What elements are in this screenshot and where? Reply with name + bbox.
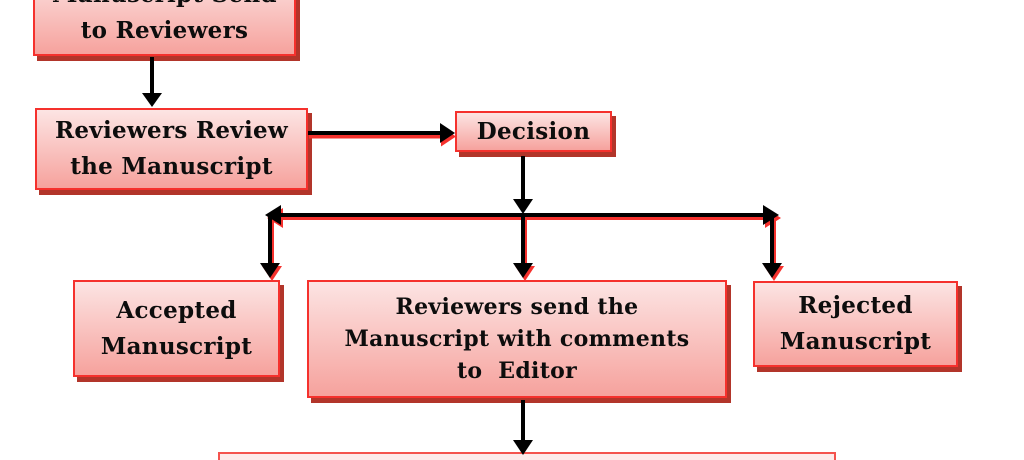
arrow-top-to-review: [142, 57, 162, 107]
arrow-comments-to-bottom: [513, 400, 533, 455]
box-line: Reviewers send the: [395, 294, 639, 320]
flow-box-rejected: Rejected Manuscript: [753, 281, 958, 367]
flow-box-comments-to-editor: Reviewers send the Manuscript with comme…: [307, 280, 727, 398]
box-line: the Manuscript: [70, 153, 273, 180]
branch-arrows-shadow: [260, 206, 786, 283]
flow-box-accepted: Accepted Manuscript: [73, 280, 280, 377]
flow-box-manuscript-send: Manuscript Send to Reviewers: [33, 0, 296, 56]
box-line: Manuscript Send: [52, 0, 277, 13]
box-line: Rejected: [798, 292, 913, 319]
box-line: Manuscript with comments: [344, 326, 690, 352]
box-line: to Reviewers: [80, 17, 249, 44]
box-line: Manuscript: [779, 328, 932, 355]
box-line: Reviewers Review: [54, 117, 289, 144]
arrow-review-to-decision-shadow: [307, 124, 458, 149]
box-line: Manuscript: [100, 332, 253, 360]
flow-box-decision: Decision: [455, 111, 612, 152]
flow-box-reviewers-review: Reviewers Review the Manuscript: [35, 108, 308, 190]
branch-arrows: [258, 203, 784, 280]
flow-box-bottom-cutoff: [218, 452, 836, 460]
arrow-decision-to-branch: [513, 156, 533, 214]
box-line: Decision: [476, 117, 591, 145]
box-line: Accepted: [116, 296, 237, 324]
arrow-review-to-decision: [306, 121, 457, 145]
box-line: to Editor: [456, 358, 578, 384]
